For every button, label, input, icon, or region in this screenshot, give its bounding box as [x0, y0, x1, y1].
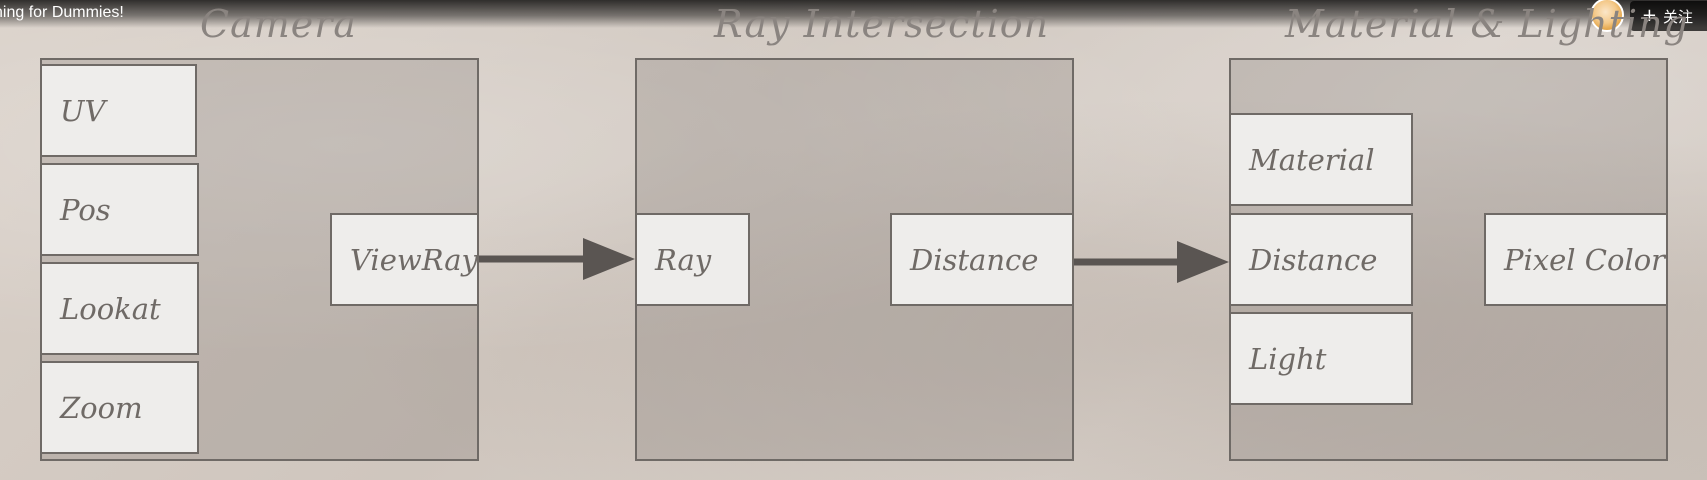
follow-button[interactable]: + 关注 [1629, 1, 1707, 31]
material-output-pixel-color: Pixel Color [1484, 213, 1668, 306]
video-title: ning for Dummies! [0, 4, 124, 21]
plus-icon: + [1641, 5, 1657, 26]
arrow-distance-to-material [1074, 241, 1229, 283]
uploader-area: + 关注 [1589, 0, 1707, 32]
uploader-avatar[interactable] [1589, 0, 1624, 32]
material-input-material: Material [1229, 113, 1413, 206]
material-input-distance: Distance [1229, 213, 1413, 306]
camera-input-uv: UV [40, 64, 197, 157]
camera-input-lookat: Lookat [40, 262, 199, 355]
arrow-camera-to-ray [479, 238, 635, 280]
material-lighting-title: Material & Lighting [1285, 2, 1689, 46]
ray-intersection-output-distance: Distance [890, 213, 1074, 306]
camera-title: Camera [200, 2, 358, 46]
follow-label: 关注 [1662, 7, 1693, 26]
ray-intersection-title: Ray Intersection [714, 2, 1050, 46]
camera-input-pos: Pos [40, 163, 199, 256]
camera-input-zoom: Zoom [40, 361, 199, 454]
camera-output-viewray: ViewRay [330, 213, 479, 306]
material-input-light: Light [1229, 312, 1413, 405]
video-top-bar: ning for Dummies! + 关注 [0, 0, 1707, 32]
ray-intersection-input-ray: Ray [635, 213, 750, 306]
